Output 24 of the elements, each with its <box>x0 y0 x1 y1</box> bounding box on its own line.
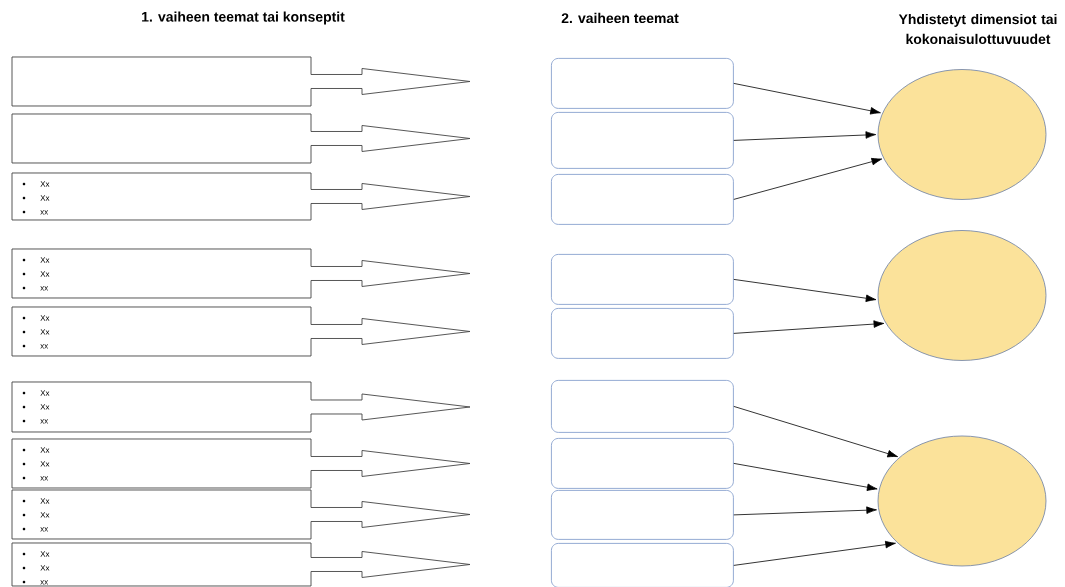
arrow <box>733 463 878 491</box>
arrow <box>733 406 898 458</box>
arrow <box>733 506 877 516</box>
rounded-box <box>551 112 734 169</box>
ellipse <box>877 230 1047 361</box>
rounded-box <box>551 438 734 489</box>
arrow <box>733 131 877 141</box>
rounded-box <box>551 543 734 587</box>
column-heading: 2. vaiheen teemat <box>561 12 679 24</box>
rounded-box <box>551 308 734 359</box>
rounded-box <box>551 174 734 225</box>
arrow <box>733 83 881 115</box>
arrow <box>733 320 885 334</box>
rounded-box <box>551 254 734 305</box>
rounded-box <box>551 490 734 540</box>
ellipse <box>877 435 1047 567</box>
arrow <box>733 540 896 566</box>
rounded-box <box>551 380 734 433</box>
arrow <box>733 279 877 302</box>
column-heading: Yhdistetyt dimensiot tai kokonaisulottuvuudet <box>898 13 1057 45</box>
ellipse <box>877 69 1047 200</box>
rounded-box <box>551 58 734 109</box>
arrow <box>733 157 883 200</box>
column-heading: 1. vaiheen teemat tai konseptit <box>142 11 345 25</box>
